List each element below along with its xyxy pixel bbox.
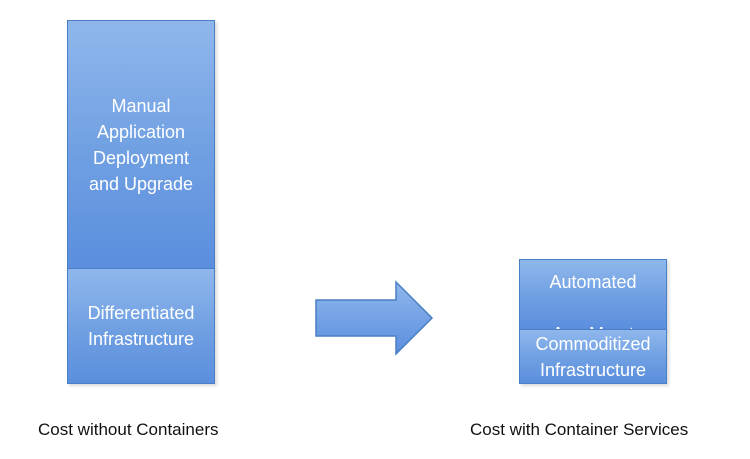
commoditized-infrastructure-block: Commoditized Infrastructure bbox=[519, 329, 667, 384]
manual-deployment-cost-block: Manual Application Deployment and Upgrad… bbox=[67, 20, 215, 269]
right-arrow-icon bbox=[315, 280, 434, 356]
automated-app-mgmt-block: Automated App Mgmt bbox=[519, 259, 667, 344]
differentiated-infrastructure-block: Differentiated Infrastructure bbox=[67, 268, 215, 384]
automated-line: Automated bbox=[549, 271, 637, 292]
caption-cost-with-container-services: Cost with Container Services bbox=[470, 420, 689, 439]
caption-cost-without-containers: Cost without Containers bbox=[38, 420, 219, 439]
